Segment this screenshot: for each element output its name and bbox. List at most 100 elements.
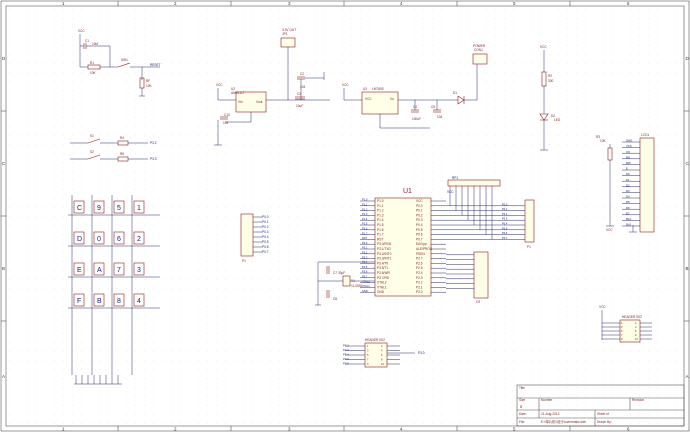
keypad-switch: [133, 231, 145, 245]
mcu-left-net: P1.1: [362, 203, 368, 207]
mcu-u1: U1 P1.0P1.0P1.1P1.1P1.2P1.2P1.3P1.3P1.4P…: [360, 186, 525, 297]
header-bottom-pin: 4: [381, 349, 383, 353]
reset-res-ref: R1: [90, 61, 94, 65]
zone-col-top: 4: [400, 1, 403, 6]
mcu-right-pin: PSEN: [416, 252, 425, 256]
svg-text:VCC: VCC: [606, 228, 613, 232]
keypad-key-label: 0: [97, 236, 101, 243]
crystal-ref: Y1: [351, 279, 355, 283]
mcu-right-pin: P0.5: [416, 228, 423, 232]
mcu-left-net: P1.2: [362, 207, 368, 211]
mcu-left-pin: P1.7: [377, 233, 384, 237]
zone-row-left: D: [2, 56, 6, 61]
p0-net-label: P0.2: [502, 212, 508, 216]
svg-text:30pF: 30pF: [338, 271, 345, 275]
keypad-key-label: F: [77, 298, 81, 305]
ams1117-cap3-ref: C3: [297, 92, 301, 96]
mcu-right-pin: P2.5: [416, 266, 423, 270]
mcu-left-net: P1.0: [362, 198, 368, 202]
mcu-left-pin: P3.1/TXD: [377, 247, 392, 251]
zone-col-bottom: 1: [62, 427, 65, 432]
ams1117-cap3-val: 10uF: [296, 104, 303, 108]
mcu-left-net: P3.0: [362, 241, 368, 245]
lcd-ref: LCD1: [641, 133, 649, 137]
keypad-switch: [73, 293, 85, 307]
keypad-key-label: E: [77, 267, 82, 274]
mcu-right-pin: ALE/PROG: [416, 247, 433, 251]
keypad-switch: [113, 262, 125, 276]
header-bottom-net: P3.2: [343, 344, 349, 348]
lm7805-ref: U3: [363, 87, 367, 91]
header-bottom-pin: 2: [381, 344, 383, 348]
svg-text:VCC: VCC: [599, 305, 606, 309]
keypad-key-label: 8: [117, 298, 121, 305]
keypad-switch: [113, 200, 125, 214]
number-label: Number: [541, 398, 553, 402]
ams1117-cap2-val: 104: [300, 85, 306, 89]
p0-net-label: P0.3: [502, 217, 508, 221]
title-label: Title: [519, 386, 525, 390]
button-res-ref: R5: [120, 152, 124, 156]
mcu-left-pin: P3.2/INT0: [377, 252, 392, 256]
lcd-pin-label: BLA: [626, 217, 631, 221]
p0-header-pin: P0.0: [262, 215, 269, 219]
keypad-switch: [73, 200, 85, 214]
date-label: Date:: [519, 412, 527, 416]
mcu-left-pin: P3.0/RXD: [377, 242, 392, 246]
svg-text:VCC: VCC: [342, 83, 349, 87]
p0-net-label: P0.6: [502, 231, 508, 235]
mcu-left-pin: P3.3/INT1: [377, 257, 392, 261]
revision-label: Revision: [632, 398, 644, 402]
svg-text:P3.0: P3.0: [418, 351, 425, 355]
lcd-pin-label: D4: [626, 195, 630, 199]
keypad-key-label: C: [77, 205, 82, 212]
ams1117-cap-val: 104: [223, 121, 229, 125]
mcu-left-pin: P3.4/T0: [377, 261, 388, 265]
mcu-left-pin: XTAL2: [377, 281, 387, 285]
zone-col-bottom: 2: [174, 427, 177, 432]
keypad-key-label: D: [77, 236, 82, 243]
header-right-pin: 2: [635, 321, 637, 325]
header-bottom-net: P3.6: [343, 362, 349, 366]
button-net: P3.3: [150, 157, 157, 161]
zone-col-bottom: 6: [627, 427, 630, 432]
zone-row-left: A: [2, 374, 5, 379]
mcu-right-pin: P2.3: [416, 276, 423, 280]
p0-net-label: P0.1: [502, 207, 508, 211]
keypad-switch: [93, 293, 105, 307]
mcu-left-net: P3.1: [362, 246, 368, 250]
jp1-val: 3.3V OUT: [282, 28, 296, 32]
size-value: B: [520, 405, 522, 409]
header-bottom-net: P3.4: [343, 353, 349, 357]
mcu-left-pin: P3.7/RD: [377, 276, 390, 280]
keypad-switch: [73, 262, 85, 276]
lcd-pot-ref: R3: [596, 135, 600, 139]
mcu-left-pin: P1.4: [377, 218, 384, 222]
ams1117-cap-ref: C10: [224, 113, 230, 117]
diode-d1-ref: D1: [453, 91, 457, 95]
mcu-right-pin: P2.7: [416, 257, 423, 261]
date-value: 21-Aug-2013: [541, 412, 560, 416]
keypad-key-label: 6: [117, 236, 121, 243]
button-net: P3.2: [150, 141, 157, 145]
p0-header-pin: P0.7: [262, 250, 269, 254]
lm7805-pin-out: Vo: [390, 97, 394, 101]
header-right-pin: 5: [621, 329, 623, 333]
mcu-left-net: P1.7: [362, 231, 368, 235]
keypad-switch: [93, 262, 105, 276]
header-right-pin: 7: [621, 333, 623, 337]
zone-row-right: C: [686, 161, 690, 166]
lcd-pin-label: BLK: [626, 223, 631, 227]
keypad-key-label: A: [97, 267, 102, 274]
keypad-key-label: B: [97, 298, 102, 305]
lm7805-cap2-val: 104: [437, 115, 443, 119]
button-res-ref: R4: [120, 136, 124, 140]
header-right-pin: 1: [621, 321, 623, 325]
header-right-pin: 3: [621, 325, 623, 329]
ams1117-part: AMS1117: [231, 91, 245, 95]
zone-col-top: 5: [513, 1, 516, 6]
